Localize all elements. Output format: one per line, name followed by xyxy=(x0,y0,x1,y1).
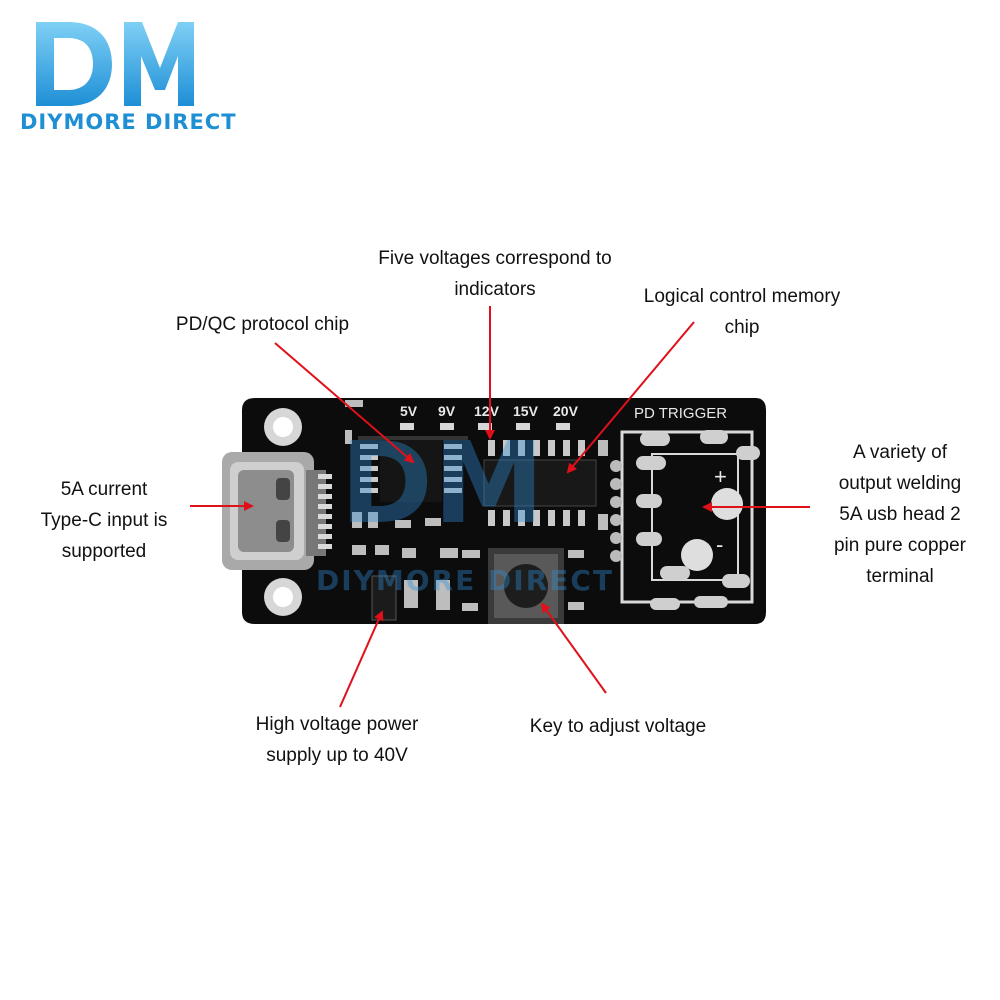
brand-name: DIYMORE DIRECT xyxy=(20,110,237,134)
label-output-terminal-line-5: terminal xyxy=(866,566,934,587)
arrow-key-adjust xyxy=(540,602,607,694)
smd-components xyxy=(345,400,608,611)
label-output-terminal-line-4: pin pure copper xyxy=(833,535,967,556)
label-output-terminal-line-2: output welding xyxy=(838,473,962,494)
silk-voltage-12v: 12V xyxy=(474,403,500,419)
label-current-input: 5A current Type-C input is supported xyxy=(14,474,194,567)
led-indicators xyxy=(400,423,570,430)
arrow-protocol-chip xyxy=(274,342,415,464)
logo-letter-d xyxy=(36,22,112,106)
silk-voltage-5v: 5V xyxy=(400,403,418,419)
label-five-voltages: Five voltages correspond to indicators xyxy=(340,243,650,305)
label-logical-chip-line-1: Logical control memory xyxy=(643,286,841,307)
svg-text:DIYMORE DIRECT: DIYMORE DIRECT xyxy=(316,564,614,597)
label-output-terminal: A variety of output welding 5A usb head … xyxy=(810,437,990,592)
arrow-logic-chip xyxy=(566,321,695,474)
label-protocol-chip-line-1: PD/QC protocol chip xyxy=(175,314,350,335)
silk-voltage-9v: 9V xyxy=(438,403,456,419)
arrow-high-voltage xyxy=(339,610,384,708)
logo-letter-m xyxy=(124,22,194,106)
label-current-input-line-2: Type-C input is xyxy=(40,510,168,531)
label-five-voltages-line-1: Five voltages correspond to xyxy=(378,248,612,269)
label-high-voltage: High voltage power supply up to 40V xyxy=(222,709,452,771)
label-current-input-line-1: 5A current xyxy=(60,479,148,500)
label-output-terminal-line-3: 5A usb head 2 xyxy=(839,504,961,525)
protocol-chip xyxy=(358,436,468,502)
label-logical-chip-line-2: chip xyxy=(724,317,760,338)
voltage-adjust-key xyxy=(488,548,564,624)
output-terminal-area: + - xyxy=(610,430,760,610)
usb-type-c-connector xyxy=(222,452,332,570)
silk-voltage-20v: 20V xyxy=(553,403,579,419)
terminal-plus-mark: + xyxy=(714,464,727,489)
brand-logo xyxy=(36,22,194,106)
label-key-adjust-line-1: Key to adjust voltage xyxy=(529,716,707,737)
label-current-input-line-3: supported xyxy=(61,541,147,562)
label-high-voltage-line-2: supply up to 40V xyxy=(266,745,408,766)
terminal-minus-mark: - xyxy=(716,532,723,557)
silk-voltage-15v: 15V xyxy=(513,403,539,419)
brand-watermark: DM DIYMORE DIRECT xyxy=(316,419,614,597)
label-output-terminal-line-1: A variety of xyxy=(853,442,947,463)
label-five-voltages-line-2: indicators xyxy=(454,279,536,300)
label-high-voltage-line-1: High voltage power xyxy=(255,714,419,735)
label-key-adjust: Key to adjust voltage xyxy=(500,711,736,742)
silk-title: PD TRIGGER xyxy=(634,405,727,422)
high-voltage-component xyxy=(371,575,397,621)
svg-text:DM: DM xyxy=(340,419,544,549)
label-logical-chip: Logical control memory chip xyxy=(612,281,872,343)
logic-memory-chip xyxy=(483,440,597,526)
label-protocol-chip: PD/QC protocol chip xyxy=(150,309,375,340)
